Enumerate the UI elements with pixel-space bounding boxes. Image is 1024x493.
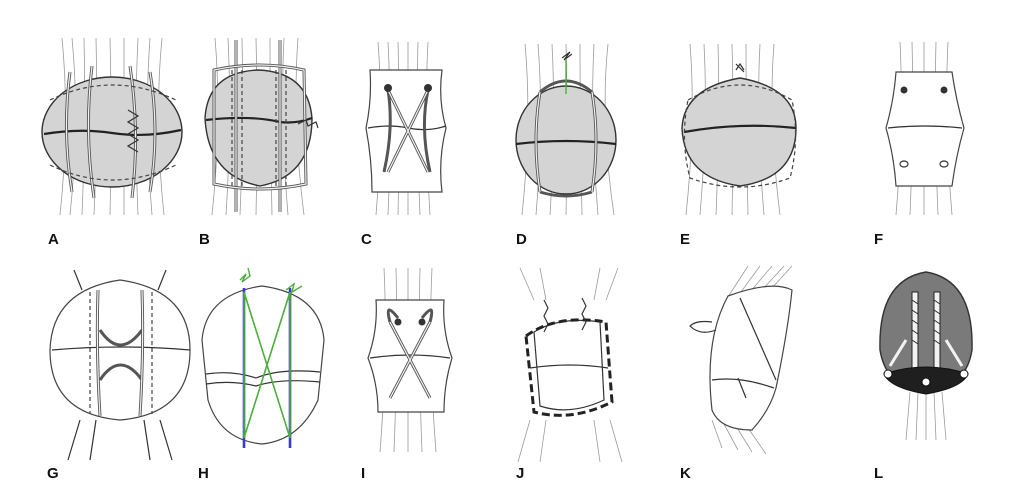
wire-twist [126, 109, 140, 153]
cerclage-wire [524, 318, 614, 417]
panel-label-k: K [680, 465, 691, 482]
fracture-line [529, 364, 609, 369]
green-knots [239, 267, 303, 294]
green-tension-band [243, 291, 291, 439]
patella-bone-lateral [709, 285, 793, 431]
patella-bone [201, 285, 325, 445]
fracture-line [43, 128, 182, 136]
panel-a-drawing [41, 37, 183, 216]
panel-label-b: B [199, 231, 210, 248]
ligament-lines [905, 391, 947, 441]
panel-label-c: C [361, 231, 372, 248]
panel-j-drawing [517, 267, 623, 463]
screw-head [418, 318, 426, 326]
patella-bone [365, 69, 447, 193]
oblique-screws [888, 339, 964, 367]
panel-label-d: D [516, 231, 527, 248]
panel-label-f: F [874, 231, 883, 248]
panel-b-drawing [204, 37, 319, 216]
panel-label-i: I [361, 465, 365, 482]
ligament-lines [517, 267, 623, 463]
knot [735, 62, 745, 73]
fracture-line [683, 124, 797, 134]
panel-l-drawing [879, 271, 973, 441]
fracture-line [205, 370, 321, 387]
screw-tip [899, 160, 909, 168]
panel-label-a: A [48, 231, 59, 248]
screw-head [900, 86, 908, 94]
screw-head [384, 84, 392, 92]
fracture-line [515, 139, 617, 146]
panel-k-drawing [689, 265, 793, 455]
panel-g-drawing [49, 269, 191, 461]
patella-bone [204, 69, 313, 187]
figure-eight-wire [382, 89, 432, 173]
patella-bone [367, 299, 453, 413]
panel-h-drawing [201, 267, 325, 448]
patella-bone [885, 71, 965, 187]
twisted-wires [543, 297, 587, 333]
panel-c-drawing [365, 41, 447, 216]
screw-head [940, 86, 948, 94]
fracture-line [711, 377, 775, 399]
fracture-line [887, 125, 963, 129]
panel-label-g: G [47, 465, 59, 482]
fracture-line [369, 354, 451, 359]
panel-label-l: L [874, 465, 883, 482]
panel-label-j: J [516, 465, 524, 482]
screw-tip [939, 160, 949, 168]
panel-i-drawing [367, 267, 453, 453]
panel-label-h: H [198, 465, 209, 482]
patella-bone [49, 279, 191, 421]
panel-e-drawing [681, 43, 797, 216]
knot [561, 51, 573, 61]
patella-bone [681, 77, 797, 187]
panel-label-e: E [680, 231, 690, 248]
wire-path [689, 297, 777, 381]
screw-head [394, 318, 402, 326]
panel-d-drawing [515, 43, 617, 216]
wire-twist [297, 119, 319, 129]
screw-head [424, 84, 432, 92]
fracture-line [51, 346, 191, 351]
panel-f-drawing [885, 41, 965, 216]
